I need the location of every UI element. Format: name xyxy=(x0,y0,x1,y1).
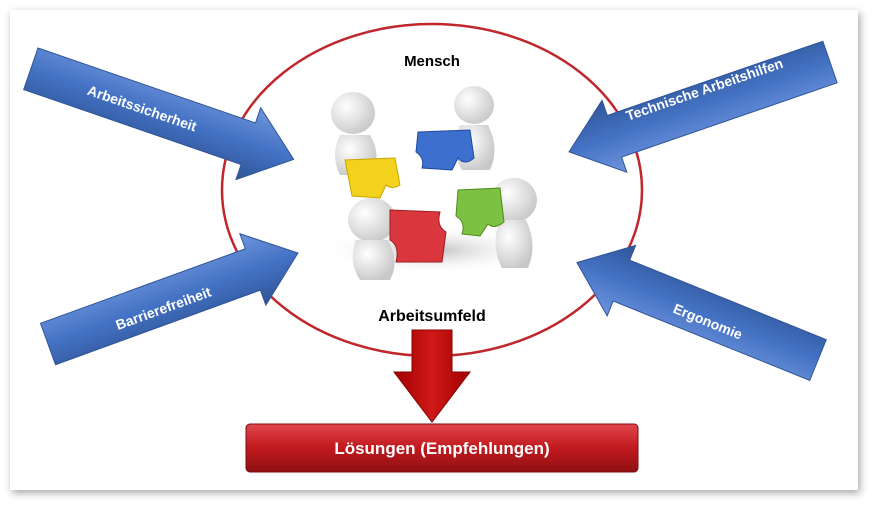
red-piece xyxy=(389,209,447,263)
arrow-ergonomie xyxy=(576,244,827,382)
context-ellipse xyxy=(220,22,644,358)
figure-blue xyxy=(415,86,495,171)
figure-yellow xyxy=(331,92,401,199)
green-piece xyxy=(455,187,505,237)
label-arbeitsumfeld: Arbeitsumfeld xyxy=(378,308,486,325)
arrow-barrierefreiheit xyxy=(39,232,299,366)
figure-green xyxy=(455,178,537,268)
arrow-arbeitssicherheit: Arbeitssicherheit xyxy=(23,47,295,181)
label-mensch: Mensch xyxy=(404,53,460,70)
blue-piece xyxy=(415,129,475,171)
down-arrow xyxy=(392,329,472,423)
result-box xyxy=(245,423,639,473)
puzzle-figures-illustration xyxy=(322,86,542,280)
result-label: Lösungen (Empfehlungen) xyxy=(334,439,549,458)
yellow-piece xyxy=(344,157,401,199)
arrow-technische-arbeitshilfen xyxy=(568,40,838,173)
figure-red xyxy=(348,198,447,280)
